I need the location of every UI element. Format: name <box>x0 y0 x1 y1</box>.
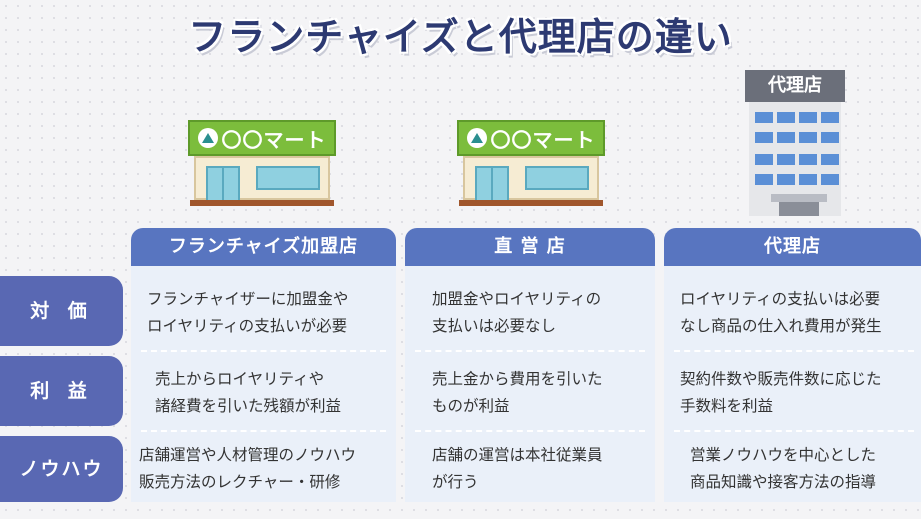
row-separator <box>674 350 914 352</box>
building-step <box>771 194 827 202</box>
building-window <box>777 132 795 143</box>
cell-line: ロイヤリティの支払いが必要 <box>147 317 348 335</box>
cell-line: 店舗の運営は本社従業員 <box>432 446 603 464</box>
store-facade <box>194 156 330 202</box>
store-window <box>256 166 320 190</box>
cell-price-direct: 加盟金やロイヤリティの 支払いは必要なし <box>432 286 601 340</box>
cell-line: フランチャイザーに加盟金や <box>147 290 349 308</box>
building-window <box>799 174 817 185</box>
cell-line: 支払いは必要なし <box>432 317 557 335</box>
building-window <box>821 174 839 185</box>
page-title: フランチャイズと代理店の違い <box>188 15 733 59</box>
cell-line: が行う <box>432 473 479 491</box>
direct-store-illustration: 〇〇マート <box>457 120 605 216</box>
building-window <box>755 132 773 143</box>
cell-line: 商品知識や接客方法の指導 <box>690 473 877 491</box>
building-window <box>777 112 795 123</box>
store-base <box>459 200 603 206</box>
store-sign: 〇〇マート <box>188 120 336 156</box>
building-window <box>821 154 839 165</box>
column-panel-direct <box>405 266 655 502</box>
cell-profit-agency: 契約件数や販売件数に応じた 手数料を利益 <box>680 366 882 420</box>
building-window <box>777 154 795 165</box>
row-separator <box>415 430 645 432</box>
store-logo-icon <box>466 128 487 148</box>
column-header-agency: 代理店 <box>664 228 921 266</box>
franchise-store-illustration: 〇〇マート <box>188 120 336 216</box>
cell-line: 手数料を利益 <box>680 397 774 415</box>
row-separator <box>141 350 386 352</box>
column-panel-franchise <box>131 266 396 502</box>
agency-building-illustration: 代理店 <box>745 70 845 216</box>
store-sign: 〇〇マート <box>457 120 605 156</box>
column-header-direct: 直 営 店 <box>405 228 655 266</box>
cell-line: 販売方法のレクチャー・研修 <box>139 473 341 491</box>
cell-knowhow-direct: 店舗の運営は本社従業員 が行う <box>432 442 603 496</box>
cell-line: 店舗運営や人材管理のノウハウ <box>139 446 357 464</box>
row-separator <box>415 350 645 352</box>
building-window <box>799 154 817 165</box>
column-panel-agency <box>664 266 921 502</box>
store-door <box>206 166 240 202</box>
row-separator <box>674 430 914 432</box>
cell-knowhow-agency: 営業ノウハウを中心とした 商品知識や接客方法の指導 <box>690 442 876 496</box>
store-facade <box>463 156 599 202</box>
building-sign: 代理店 <box>745 70 845 102</box>
row-label-profit: 利 益 <box>0 356 123 426</box>
building-body <box>749 102 841 216</box>
store-window <box>525 166 589 190</box>
cell-line: ものが利益 <box>432 397 510 415</box>
building-window <box>799 112 817 123</box>
cell-price-agency: ロイヤリティの支払いは必要 なし商品の仕入れ費用が発生 <box>680 286 882 340</box>
building-window <box>821 132 839 143</box>
store-logo-icon <box>197 128 218 148</box>
cell-line: 営業ノウハウを中心とした <box>690 446 877 464</box>
cell-price-franchise: フランチャイザーに加盟金や ロイヤリティの支払いが必要 <box>147 286 348 340</box>
building-window <box>777 174 795 185</box>
cell-profit-direct: 売上金から費用を引いた ものが利益 <box>432 366 603 420</box>
cell-profit-franchise: 売上からロイヤリティや 諸経費を引いた残額が利益 <box>155 366 341 420</box>
row-label-price: 対 価 <box>0 276 123 346</box>
cell-line: 契約件数や販売件数に応じた <box>680 370 882 388</box>
cell-line: 諸経費を引いた残額が利益 <box>155 397 342 415</box>
cell-line: 売上からロイヤリティや <box>155 370 325 388</box>
building-window <box>799 132 817 143</box>
building-window <box>755 154 773 165</box>
building-window <box>821 112 839 123</box>
building-window <box>755 112 773 123</box>
store-sign-text: 〇〇マート <box>221 127 327 152</box>
row-separator <box>141 430 386 432</box>
column-header-franchise: フランチャイズ加盟店 <box>131 228 396 266</box>
cell-line: なし商品の仕入れ費用が発生 <box>680 317 882 335</box>
cell-line: ロイヤリティの支払いは必要 <box>680 290 881 308</box>
cell-knowhow-franchise: 店舗運営や人材管理のノウハウ 販売方法のレクチャー・研修 <box>139 442 356 496</box>
building-door <box>779 202 819 216</box>
cell-line: 加盟金やロイヤリティの <box>432 290 602 308</box>
building-window <box>755 174 773 185</box>
row-label-knowhow: ノウハウ <box>0 436 123 502</box>
store-door <box>475 166 509 202</box>
store-sign-text: 〇〇マート <box>490 127 596 152</box>
store-base <box>190 200 334 206</box>
cell-line: 売上金から費用を引いた <box>432 370 603 388</box>
